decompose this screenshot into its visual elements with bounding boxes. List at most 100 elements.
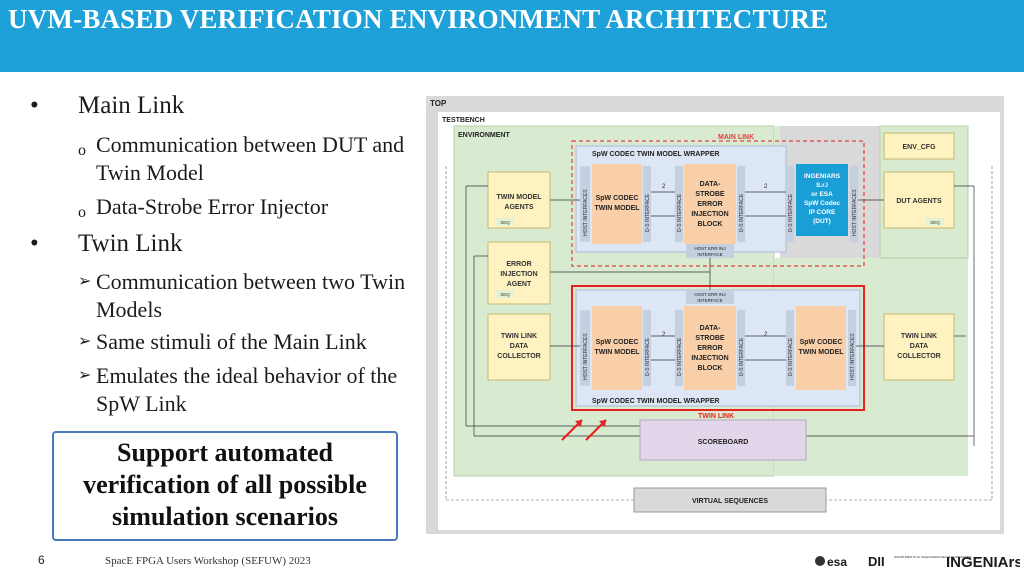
wrapper-bottom-label: SpW CODEC TWIN MODEL WRAPPER <box>592 398 719 405</box>
sub-bullet-text: Communication between two Twin Models <box>96 269 406 322</box>
twin-model-label: SpW CODEC <box>800 339 843 346</box>
collector-label: COLLECTOR <box>897 353 940 360</box>
ds-interface-bar <box>786 310 794 386</box>
collector-label: DATA <box>510 343 528 350</box>
host-err-label: INTERFACE <box>697 298 722 303</box>
partner-logos: esa DII DIPARTIMENTO DI INGEGNERIA DELL'… <box>815 554 1020 571</box>
data-strobe-label: INJECTION <box>691 211 728 218</box>
dii-logo-sub: DIPARTIMENTO DI INGEGNERIA DELL'INFORMAZ… <box>894 555 972 559</box>
dut-label: S.r.l <box>816 182 828 189</box>
twin-model-label: TWIN MODEL <box>594 349 640 356</box>
host-interfaces-label: HOST INTERFACES <box>583 189 589 236</box>
bullet-marker: • <box>30 92 39 119</box>
sub-bullet-text: Data-Strobe Error Injector <box>96 194 329 219</box>
data-strobe-label: DATA- <box>700 181 721 188</box>
architecture-diagram: TOP TESTBENCH ENVIRONMENT ENV_CFG MAIN L… <box>426 96 1004 534</box>
host-interfaces-label: HOST INTERFACES <box>583 333 589 380</box>
data-strobe-block <box>684 164 736 244</box>
dut-block <box>796 164 848 236</box>
dut-agents-label: DUT AGENTS <box>896 198 942 205</box>
data-strobe-label: ERROR <box>697 345 722 352</box>
ds-interface-label: D-S INTERFACE <box>739 337 745 376</box>
seq-label: SEQ <box>500 220 510 225</box>
callout-box: Support automated verification of all po… <box>52 431 398 541</box>
scoreboard-label: SCOREBOARD <box>698 439 749 446</box>
arrow-head-icon <box>575 420 606 427</box>
ds-interface-label: D-S INTERFACE <box>677 337 683 376</box>
bus-width: 2 <box>764 184 768 190</box>
connection-lines <box>465 185 975 446</box>
bus-width: 2 <box>662 184 666 190</box>
bullet-twin-link-label: Twin Link <box>78 230 183 257</box>
arrow-marker-icon: ➢ <box>78 367 92 384</box>
ds-interface-bar <box>737 310 745 386</box>
twin-model-block-right <box>796 306 846 390</box>
scoreboard-block <box>639 419 807 461</box>
data-strobe-block <box>684 306 736 390</box>
sub-bullet-marker: o <box>78 204 86 221</box>
data-strobe-label: ERROR <box>697 201 722 208</box>
ds-interface-label: D-S INTERFACE <box>645 193 651 232</box>
main-link-label: MAIN LINK <box>718 134 754 141</box>
arrow-marker-icon: ➢ <box>78 333 92 350</box>
twin-model-block <box>592 164 642 244</box>
ds-interface-bar <box>675 310 683 386</box>
seq-badge <box>926 218 944 226</box>
bullet-marker: • <box>30 230 39 257</box>
bullet-main-link-label: Main Link <box>78 92 185 119</box>
error-agent-label: INJECTION <box>500 271 537 278</box>
dut-label: SpW Codec <box>804 200 840 207</box>
collector-label: DATA <box>910 343 928 350</box>
ds-interface-label: D-S INTERFACE <box>788 337 794 376</box>
sub-bullet-text: Communication between DUT and Twin Model <box>96 132 405 185</box>
twin-model-label: TWIN MODEL <box>798 349 844 356</box>
host-err-interface <box>686 244 734 258</box>
dut-label: IP CORE <box>809 209 836 216</box>
collector-label: COLLECTOR <box>497 353 540 360</box>
seq-label: SEQ <box>930 220 940 225</box>
ds-interface-label: D-S INTERFACE <box>677 193 683 232</box>
ds-interface-label: D-S INTERFACE <box>739 193 745 232</box>
esa-logo-icon <box>815 556 825 566</box>
host-err-interface <box>686 290 734 304</box>
page-number: 6 <box>38 553 45 567</box>
virtual-sequences-block <box>633 487 827 513</box>
host-interfaces-bar <box>580 166 590 242</box>
host-err-label: HOST ERR INJ <box>694 292 725 297</box>
sub-bullet-text: Same stimuli of the Main Link <box>96 329 367 354</box>
twin-model-label: TWIN MODEL <box>594 205 640 212</box>
ds-interface-bar <box>643 310 651 386</box>
collector-label: TWIN LINK <box>901 333 937 340</box>
data-strobe-label: DATA- <box>700 325 721 332</box>
arrow-marker-icon: ➢ <box>78 273 92 290</box>
dut-label: or ESA <box>811 191 833 198</box>
top-label: TOP <box>430 99 447 108</box>
environment-label: ENVIRONMENT <box>458 132 510 139</box>
title-bar: UVM-BASED VERIFICATION ENVIRONMENT ARCHI… <box>0 0 1024 72</box>
twin-model-agents-label: TWIN MODEL <box>496 194 542 201</box>
footer-text: SpacE FPGA Users Workshop (SEFUW) 2023 <box>105 555 311 567</box>
sub-bullet-text: Emulates the ideal behavior of the SpW L… <box>96 363 398 416</box>
env-cfg-block <box>883 132 955 160</box>
twin-link-label: TWIN LINK <box>698 413 734 420</box>
host-interfaces-label: HOST INTERFACES <box>852 189 858 236</box>
virtual-sequences-label: VIRTUAL SEQUENCES <box>692 498 768 505</box>
main-link-frame <box>571 140 865 267</box>
host-interfaces-label: HOST INTERFACES <box>850 333 856 380</box>
twin-model-agents-label: AGENTS <box>504 204 534 211</box>
data-strobe-label: BLOCK <box>698 221 723 228</box>
error-agent-label: AGENT <box>507 281 532 288</box>
twin-link-frame <box>571 285 865 411</box>
ds-interface-bar <box>786 166 794 242</box>
data-strobe-label: INJECTION <box>691 355 728 362</box>
dut-label: INGENIARS <box>804 173 841 180</box>
esa-logo-text: esa <box>827 555 847 569</box>
bus-width: 2 <box>662 332 666 338</box>
collector-label: TWIN LINK <box>501 333 537 340</box>
slide-title: UVM-BASED VERIFICATION ENVIRONMENT ARCHI… <box>8 4 829 34</box>
host-err-label: INTERFACE <box>697 252 722 257</box>
sub-bullet-marker: o <box>78 142 86 159</box>
ds-interface-bar <box>643 166 651 242</box>
host-err-label: HOST ERR INJ <box>694 246 725 251</box>
dii-logo-text: DII <box>868 554 885 569</box>
